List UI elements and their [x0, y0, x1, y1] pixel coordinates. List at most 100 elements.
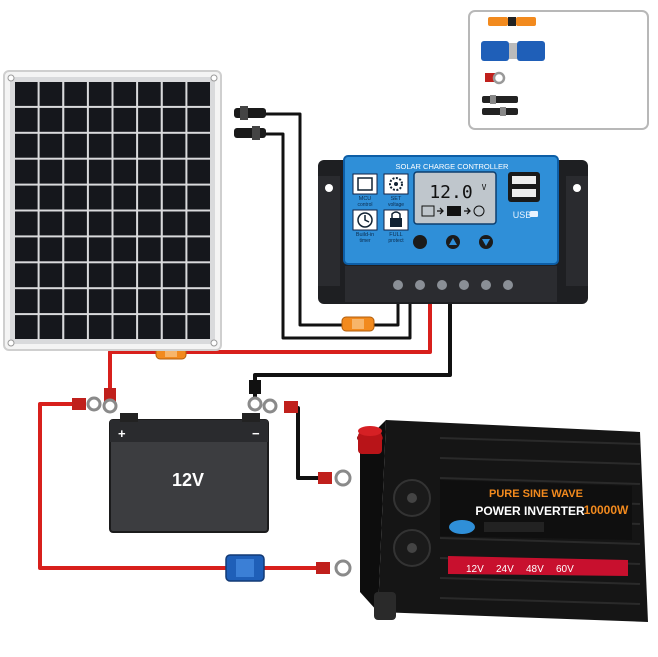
controller-buttons[interactable]	[413, 235, 493, 249]
solar-cell	[39, 289, 63, 314]
inverter-wire-red	[38, 402, 324, 570]
solar-cell	[64, 82, 87, 106]
feature-full-sublabel: protect	[388, 238, 404, 244]
lcd-flow-icons	[421, 205, 485, 217]
solar-cell	[15, 82, 38, 106]
up-arrow-icon	[449, 238, 457, 245]
power-inverter: PURE SINE WAVE POWER INVERTER 10000W 12V…	[357, 420, 648, 622]
inverter-banner: PURE SINE WAVE	[489, 488, 583, 500]
solar-cell	[113, 82, 137, 106]
orange-fuse-holder	[488, 17, 536, 26]
solar-cell	[39, 315, 63, 339]
inverter-fin	[439, 577, 641, 585]
inverter-fuse	[225, 554, 265, 582]
battery: + − 12V	[109, 413, 269, 533]
terminal-block	[345, 266, 557, 302]
usb-label: USB	[513, 210, 532, 220]
solar-cell	[64, 289, 87, 314]
solar-cell	[15, 237, 38, 262]
inverter-wire-black	[290, 406, 328, 480]
solar-cell	[88, 211, 112, 236]
lcd-voltage-unit: V	[482, 183, 487, 192]
menu-button[interactable]	[413, 235, 427, 249]
solar-cell	[64, 133, 87, 158]
solar-cell	[39, 133, 63, 158]
solar-cell	[39, 82, 63, 106]
solar-cell	[15, 185, 38, 210]
terminal-inverter-positive	[316, 559, 352, 577]
solar-cell	[162, 107, 186, 132]
inverter-wattage: 10000W	[584, 503, 629, 517]
solar-cell	[162, 289, 186, 314]
solar-cell	[187, 289, 210, 314]
feature-full-label: FULL	[389, 232, 402, 238]
solar-cell	[138, 159, 161, 184]
solar-cell	[64, 159, 87, 184]
solar-cell	[138, 237, 161, 262]
inverter-fin	[439, 537, 641, 545]
solar-cell	[15, 159, 38, 184]
solar-cell	[187, 107, 210, 132]
lcd-display: 12.0 V	[413, 171, 497, 225]
solar-cell	[15, 107, 38, 132]
solar-cell	[187, 315, 210, 339]
solar-cell	[138, 263, 161, 288]
terminal-battery-negative	[247, 380, 263, 412]
voltage-24v: 24V	[496, 564, 514, 575]
pv-wire-negative	[261, 132, 412, 340]
solar-cell	[39, 211, 63, 236]
solar-cell	[187, 82, 210, 106]
brand-badge-icon	[449, 520, 475, 534]
pv-wire-positive	[261, 112, 400, 327]
solar-cell	[15, 289, 38, 314]
solar-cell	[113, 237, 137, 262]
inverter-fin	[439, 437, 641, 445]
solar-cell	[162, 82, 186, 106]
solar-cell	[138, 185, 161, 210]
feature-mcu-sublabel: control	[357, 202, 372, 208]
solar-cell	[39, 263, 63, 288]
solar-cell	[138, 133, 161, 158]
voltage-strip	[448, 556, 628, 576]
down-arrow-icon	[482, 239, 490, 246]
solar-cell	[113, 133, 137, 158]
feature-mcu-label: MCU	[359, 196, 372, 202]
solar-cell	[113, 159, 137, 184]
solar-cell	[64, 263, 87, 288]
solar-cell	[88, 315, 112, 339]
solar-cell	[113, 107, 137, 132]
usb-ports: USB	[508, 172, 540, 220]
solar-cell	[162, 211, 186, 236]
solar-cell	[64, 211, 87, 236]
solar-cell	[88, 159, 112, 184]
controller-title: SOLAR CHARGE CONTROLLER	[396, 162, 510, 171]
solar-cell	[88, 82, 112, 106]
inverter-fin	[439, 597, 641, 605]
solar-cell	[187, 133, 210, 158]
solar-cell	[15, 211, 38, 236]
terminal-inverter-negative	[318, 469, 352, 487]
feature-set-sublabel: voltage	[388, 202, 404, 208]
battery-small-icon	[530, 211, 538, 217]
solar-cell	[162, 159, 186, 184]
terminal-battery-positive	[102, 388, 118, 414]
solar-cell	[88, 185, 112, 210]
solar-cell	[113, 263, 137, 288]
solar-cell	[138, 107, 161, 132]
solar-cell	[138, 315, 161, 339]
battery-plus-sign: +	[118, 426, 126, 441]
solar-cell	[64, 107, 87, 132]
pv-fuse	[341, 316, 375, 332]
lcd-voltage-value: 12.0	[429, 182, 472, 203]
solar-cell	[88, 107, 112, 132]
solar-cell	[187, 263, 210, 288]
solar-cell	[162, 185, 186, 210]
terminal-cap-black	[374, 592, 396, 620]
solar-cell	[162, 315, 186, 339]
charge-controller: SOLAR CHARGE CONTROLLER MCU control SET …	[318, 155, 588, 304]
solar-cell	[88, 289, 112, 314]
solar-cell	[64, 185, 87, 210]
terminal-battery-positive-out	[72, 396, 102, 412]
solar-panel	[3, 70, 222, 351]
